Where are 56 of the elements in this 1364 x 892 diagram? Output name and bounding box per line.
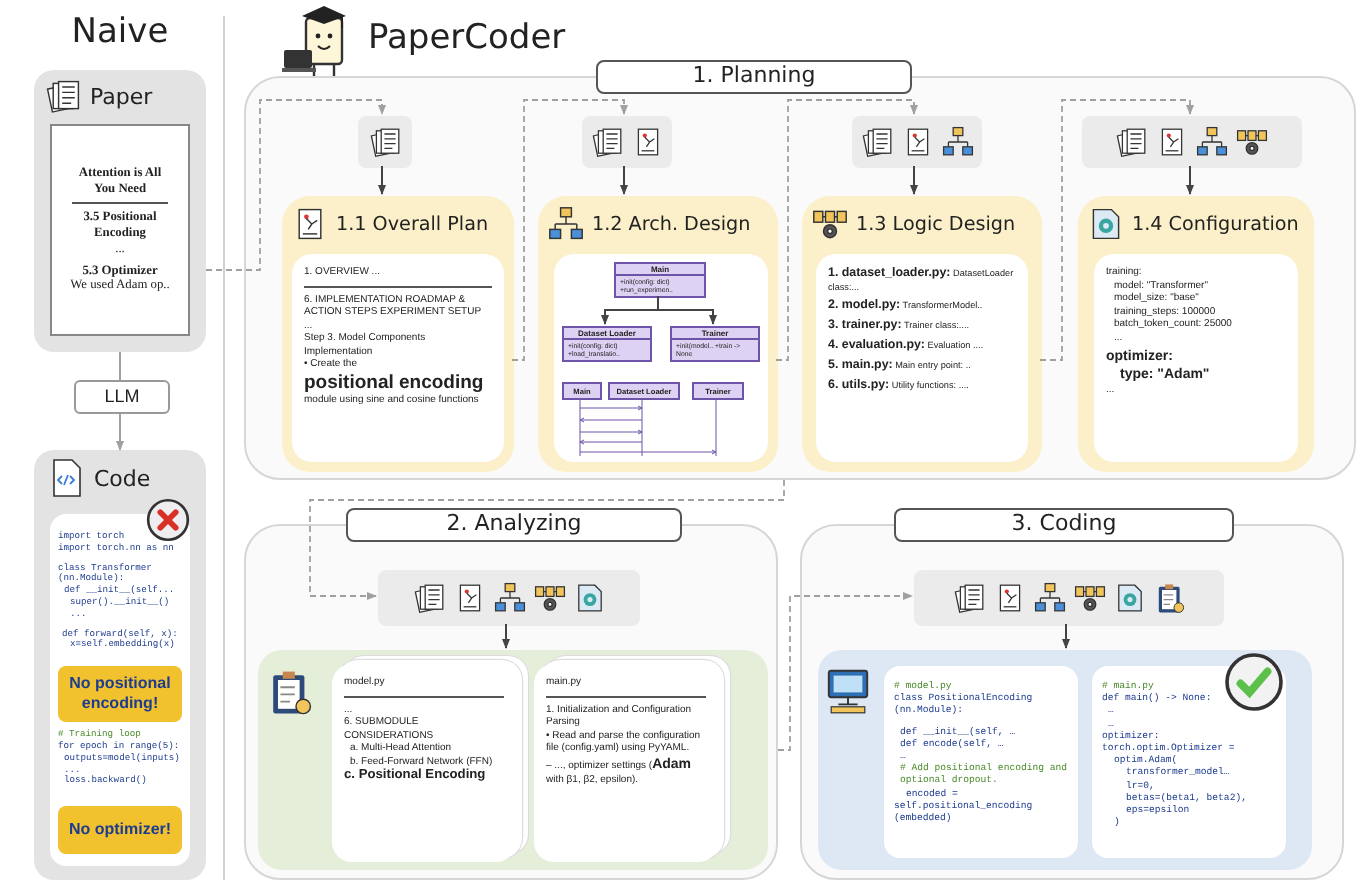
- section-card: [1078, 196, 1314, 472]
- arrow: [378, 165, 386, 195]
- document-card: [816, 254, 1028, 462]
- panel: [34, 70, 206, 352]
- document-card: [332, 664, 516, 862]
- input-tray: [1082, 116, 1302, 168]
- arrow: [775, 99, 918, 361]
- warning-callout: No optimizer!: [58, 806, 182, 854]
- heading: Naive: [69, 12, 171, 52]
- arrow: [205, 99, 386, 271]
- input-tray: [358, 116, 412, 168]
- section-title: Paper: [90, 83, 153, 109]
- section-title: 1.4 Configuration: [1132, 213, 1299, 235]
- stage-title: 3. Coding: [894, 508, 1234, 542]
- heading: PaperCoder: [368, 18, 568, 58]
- document-card: [1094, 254, 1298, 462]
- arrow: [910, 165, 918, 195]
- arrow: [511, 99, 628, 361]
- stage-title: 1. Planning: [596, 60, 912, 94]
- arrow: [620, 165, 628, 195]
- doc-text: positional encoding: [304, 371, 486, 394]
- arrow: [309, 479, 785, 600]
- arrow: [1039, 99, 1194, 361]
- process-box: LLM: [74, 380, 170, 414]
- class-box: [614, 262, 706, 298]
- input-tray: [914, 570, 1224, 626]
- section-title: 1.3 Logic Design: [856, 213, 1016, 235]
- document-card: [292, 254, 504, 462]
- panel: [34, 450, 206, 880]
- arrow: [116, 413, 124, 451]
- arrow: [1186, 165, 1194, 195]
- class-box: [670, 326, 760, 362]
- document-card: [534, 664, 718, 862]
- arrow: [502, 623, 510, 649]
- paper-page: [50, 124, 190, 336]
- section-card: [282, 196, 514, 472]
- arrow: [1062, 623, 1070, 649]
- section-title: 1.2 Arch. Design: [592, 213, 751, 235]
- section-title: 1.1 Overall Plan: [336, 213, 489, 235]
- input-tray: [378, 570, 640, 626]
- section-card: [538, 196, 778, 472]
- connector-line: [119, 351, 121, 381]
- arrow: [777, 592, 913, 751]
- code-card: [1092, 666, 1286, 858]
- warning-callout: No positional encoding!: [58, 666, 182, 722]
- class-box: [562, 326, 652, 362]
- section-card: [802, 196, 1042, 472]
- code-card: [50, 514, 190, 866]
- stage-title: 2. Analyzing: [346, 508, 682, 542]
- input-tray: [852, 116, 982, 168]
- diagram-card: [554, 254, 768, 462]
- input-tray: [582, 116, 672, 168]
- stage-area: [818, 650, 1312, 870]
- code-card: [884, 666, 1078, 858]
- section-title: Code: [94, 465, 151, 491]
- stage-area: [258, 650, 768, 870]
